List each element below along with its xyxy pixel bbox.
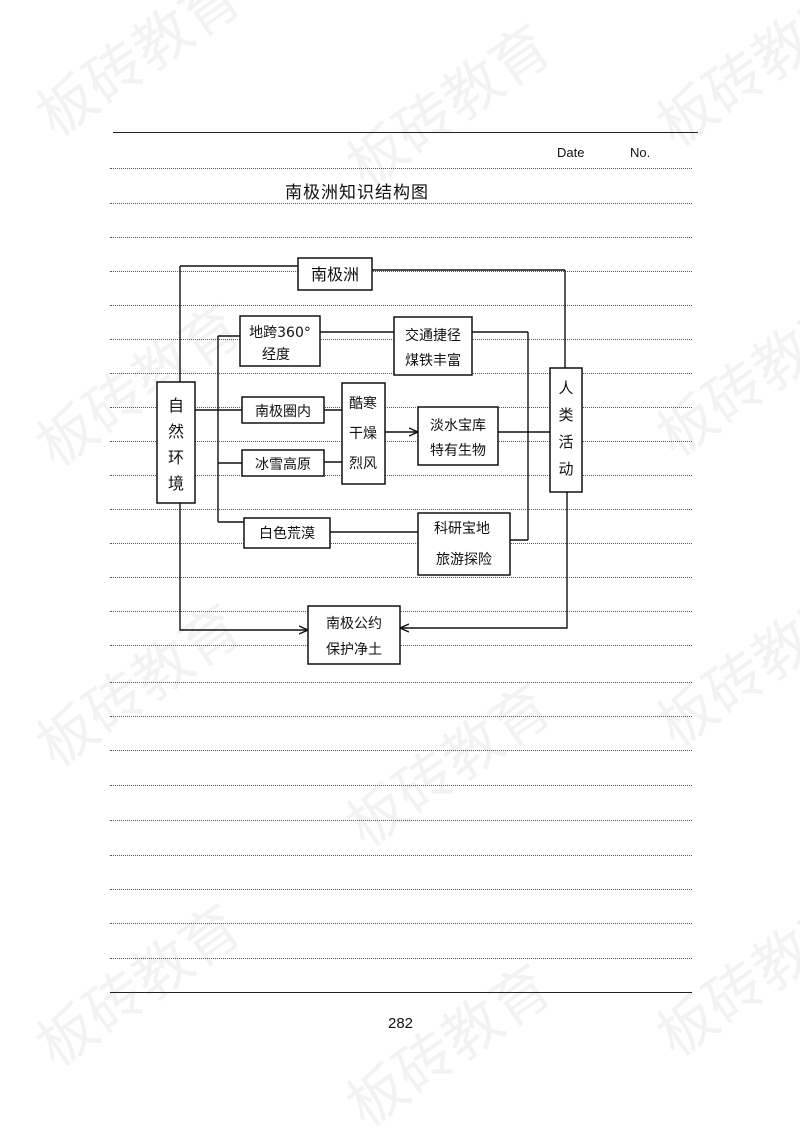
svg-text:冰雪高原: 冰雪高原	[255, 456, 311, 473]
svg-text:科研宝地: 科研宝地	[434, 521, 490, 537]
svg-text:煤铁丰富: 煤铁丰富	[405, 352, 461, 369]
svg-text:动: 动	[558, 460, 573, 478]
svg-text:人: 人	[558, 379, 573, 397]
svg-text:交通捷径: 交通捷径	[405, 327, 461, 344]
notebook-line	[110, 305, 692, 306]
svg-text:旅游探险: 旅游探险	[436, 552, 492, 568]
svg-text:白色荒漠: 白色荒漠	[259, 525, 315, 542]
page-number: 282	[388, 1015, 414, 1032]
node-antarctic-treaty: 南极公约 保护净土	[307, 605, 401, 665]
notebook-line	[110, 271, 692, 272]
svg-text:特有生物: 特有生物	[430, 443, 486, 459]
notebook-line	[110, 543, 692, 544]
node-antarctica: 南极洲	[297, 257, 373, 291]
node-human-activity: 人 类 活 动	[549, 367, 583, 493]
svg-text:地跨360°: 地跨360°	[249, 325, 311, 341]
notebook-line	[110, 750, 692, 751]
notebook-line	[110, 611, 692, 612]
svg-text:经度: 经度	[262, 347, 290, 363]
notebook-line	[110, 820, 692, 821]
node-climate: 酷寒 干燥 烈风	[341, 382, 386, 485]
svg-text:类: 类	[558, 406, 573, 424]
notebook-line	[110, 785, 692, 786]
svg-text:干燥: 干燥	[349, 426, 377, 442]
notebook-line	[110, 682, 692, 683]
notebook-line	[110, 889, 692, 890]
node-white-desert: 白色荒漠	[243, 517, 331, 549]
svg-text:活: 活	[558, 433, 573, 451]
svg-text:烈风: 烈风	[349, 456, 377, 472]
notebook-line	[110, 407, 692, 408]
notebook-line	[110, 441, 692, 442]
notebook-line	[110, 577, 692, 578]
svg-text:淡水宝库: 淡水宝库	[430, 418, 486, 434]
svg-text:南极圈内: 南极圈内	[255, 404, 311, 420]
node-antarctic-circle: 南极圈内	[241, 396, 325, 424]
notebook-line	[110, 645, 692, 646]
node-ice-plateau: 冰雪高原	[241, 449, 325, 477]
notebook-line	[110, 509, 692, 510]
notebook-line	[110, 923, 692, 924]
node-natural-environment: 自 然 环 境	[156, 381, 196, 504]
notebook-line	[110, 716, 692, 717]
node-transport-minerals: 交通捷径 煤铁丰富	[393, 316, 473, 376]
svg-text:南极公约: 南极公约	[326, 616, 382, 632]
connector-lines	[179, 265, 568, 630]
node-location: 地跨360° 经度	[239, 315, 321, 367]
notebook-line	[110, 237, 692, 238]
header-rule	[113, 132, 698, 133]
svg-text:然: 然	[168, 422, 184, 441]
svg-text:自: 自	[168, 396, 184, 415]
svg-text:酷寒: 酷寒	[349, 395, 377, 412]
svg-text:环: 环	[168, 448, 184, 467]
node-freshwater-species: 淡水宝库 特有生物	[417, 406, 499, 466]
notebook-line	[110, 475, 692, 476]
bottom-rule	[110, 992, 692, 993]
svg-text:南极洲: 南极洲	[311, 265, 359, 284]
notebook-line	[110, 855, 692, 856]
svg-text:境: 境	[168, 474, 184, 493]
date-label: Date	[557, 145, 585, 160]
notebook-line	[110, 168, 692, 169]
node-research-tourism: 科研宝地 旅游探险	[417, 512, 511, 576]
no-label: No.	[630, 145, 651, 160]
diagram-title: 南极洲知识结构图	[285, 183, 429, 203]
notebook-line	[110, 203, 692, 204]
svg-text:保护净土: 保护净土	[326, 642, 382, 658]
notebook-line	[110, 958, 692, 959]
